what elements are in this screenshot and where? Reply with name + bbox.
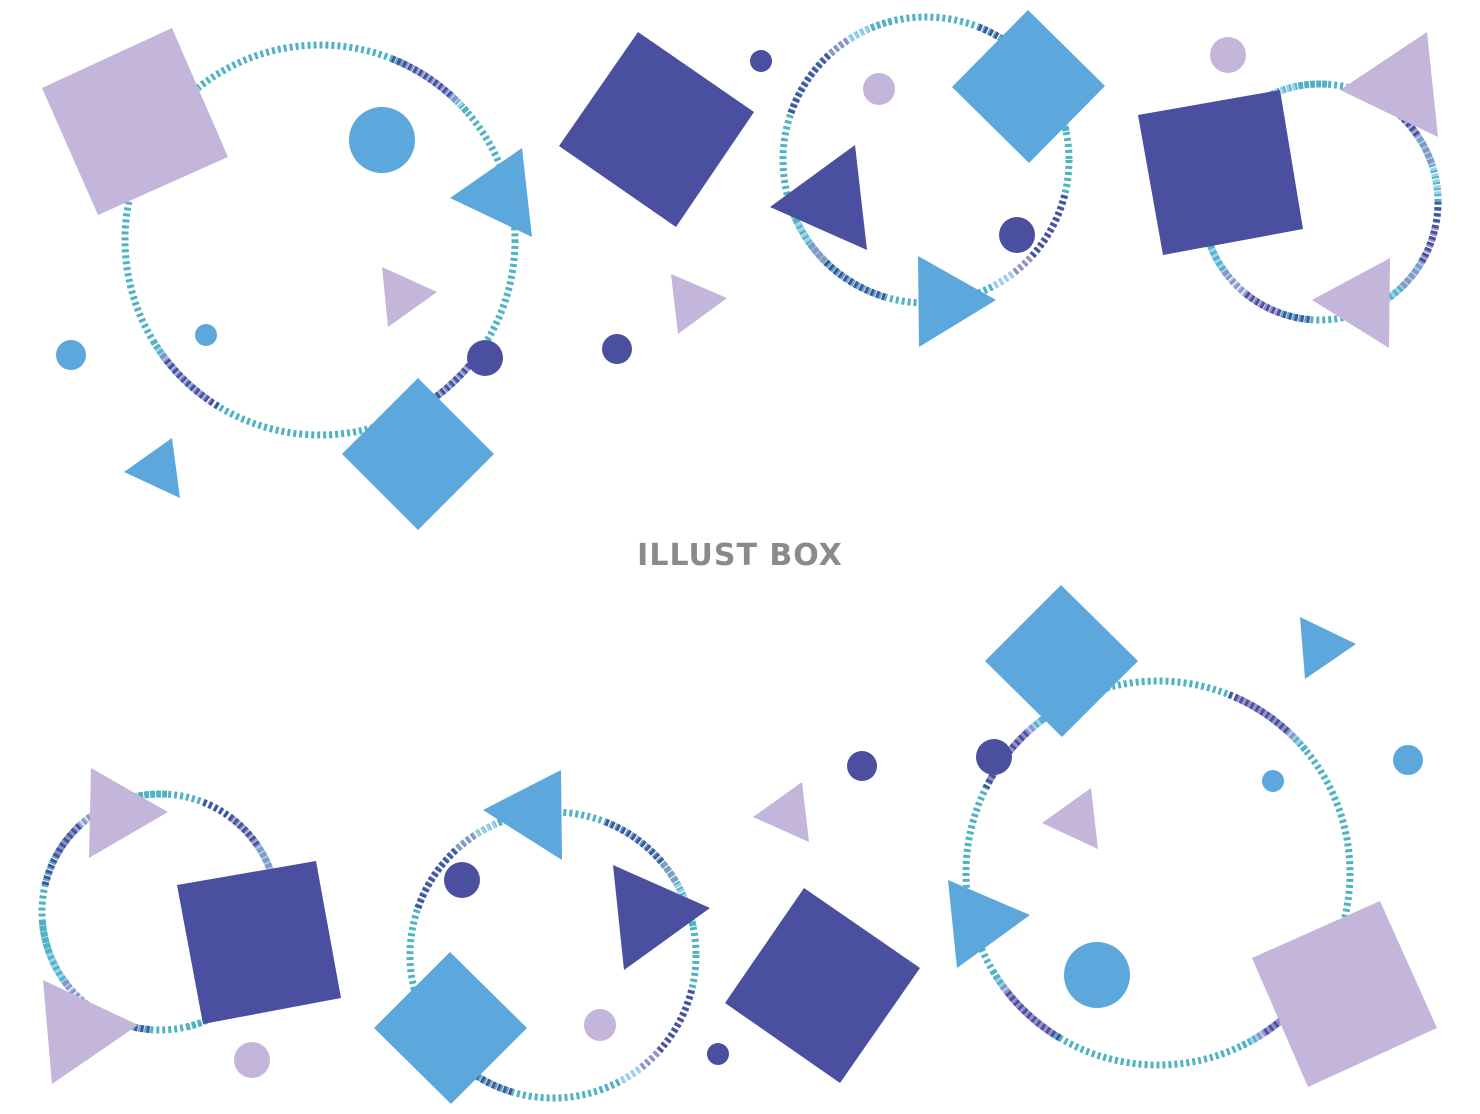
dot — [976, 739, 1012, 775]
triangle-shape — [753, 782, 809, 842]
triangle-shape — [450, 148, 532, 237]
dot — [584, 1009, 616, 1041]
triangle-shape — [89, 768, 168, 858]
square-shape — [725, 888, 920, 1083]
diamond-shape — [985, 585, 1138, 737]
triangle-shape — [1042, 788, 1098, 849]
dot — [1210, 37, 1246, 73]
square-shape — [559, 32, 754, 227]
dot — [847, 751, 877, 781]
diamond-shape — [342, 378, 494, 530]
dashed-ring-segment — [1198, 80, 1442, 324]
triangle-shape — [1300, 617, 1356, 679]
dashed-ring — [962, 677, 1354, 1069]
triangle-shape — [1340, 32, 1438, 137]
triangle-shape — [382, 267, 437, 327]
dot — [56, 340, 86, 370]
square-shape — [42, 28, 228, 215]
triangle-shape — [671, 274, 727, 334]
triangle-shape — [918, 256, 996, 347]
dot — [444, 862, 480, 898]
triangle-shape — [613, 865, 710, 970]
triangle-shape — [43, 980, 138, 1084]
dot — [467, 340, 503, 376]
dot — [1064, 942, 1130, 1008]
dot — [602, 334, 632, 364]
triangle-shape — [948, 880, 1030, 968]
diamond-shape — [374, 952, 527, 1104]
dot — [1393, 745, 1423, 775]
square-shape — [1252, 901, 1437, 1087]
dot — [1262, 770, 1284, 792]
diamond-shape — [952, 10, 1105, 163]
square-shape — [177, 861, 341, 1024]
dot — [750, 50, 772, 72]
watermark-logo: ILLUST BOX — [637, 538, 843, 573]
triangle-shape — [770, 145, 867, 250]
triangle-shape — [124, 438, 180, 498]
dashed-ring — [121, 41, 519, 439]
dot — [999, 217, 1035, 253]
square-shape — [1138, 90, 1303, 255]
dot — [234, 1042, 270, 1078]
dot — [195, 324, 217, 346]
triangle-shape — [1312, 258, 1390, 348]
dot — [863, 73, 895, 105]
triangle-shape — [483, 770, 562, 860]
dot — [349, 107, 415, 173]
dot — [707, 1043, 729, 1065]
